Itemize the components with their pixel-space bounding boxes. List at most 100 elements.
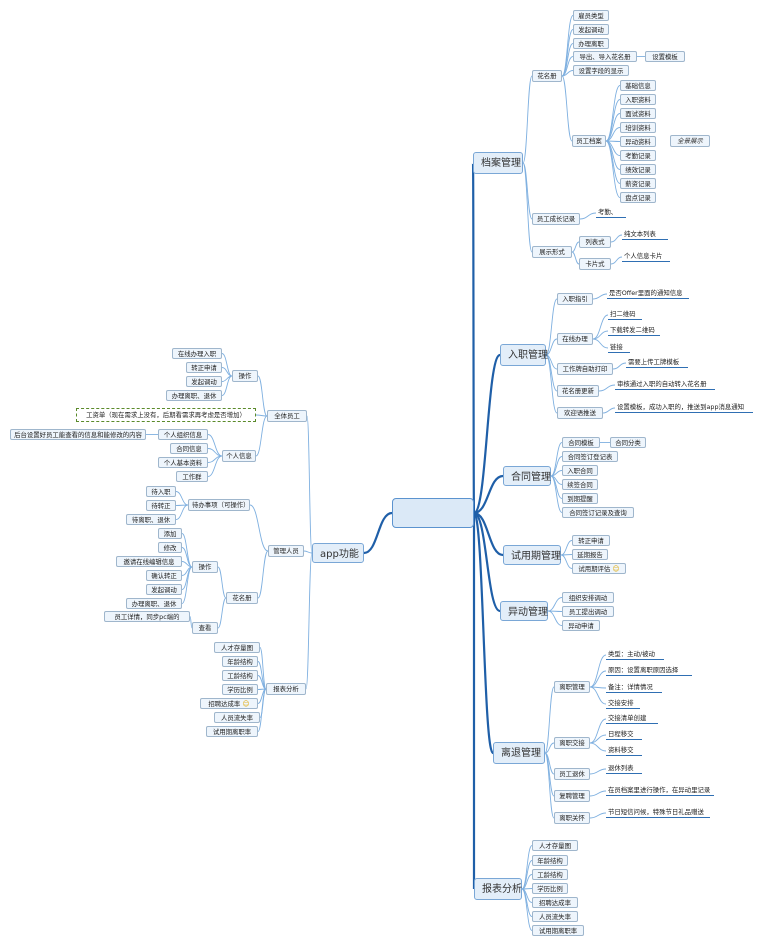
- node-tx-lb[interactable]: 退休列表: [606, 764, 642, 774]
- node-hmcgx-d[interactable]: 审核通过入职的自动转入花名册: [615, 380, 715, 390]
- node-gr-zz-note[interactable]: 后台设置好员工能查看的信息和能修改的内容: [10, 429, 146, 440]
- node-root[interactable]: [392, 498, 474, 528]
- node-cl-1[interactable]: 添加: [158, 528, 182, 539]
- node-da-pd[interactable]: 盘点记录: [620, 192, 656, 203]
- node-cl-3[interactable]: 邀请在线编辑信息: [116, 556, 182, 567]
- node-sy-pg[interactable]: 试用期评估☺: [572, 563, 626, 574]
- node-rb-7[interactable]: 试用期离职率: [532, 925, 584, 936]
- node-rzgl[interactable]: 入职管理: [500, 344, 548, 366]
- node-ltgl[interactable]: 离退管理: [493, 742, 545, 764]
- node-gzd[interactable]: 工资单（现在需求上没有，后期看需求再考虑是否增加）: [76, 408, 256, 422]
- node-ht-xq[interactable]: 续签合同: [562, 479, 598, 490]
- node-daa[interactable]: 档案管理: [473, 152, 523, 174]
- node-qlzs[interactable]: 全景展示: [670, 135, 710, 147]
- node-gr-zz[interactable]: 个人组织信息: [158, 429, 208, 440]
- node-yd-yg[interactable]: 员工提出调动: [562, 606, 614, 617]
- node-gh-d[interactable]: 节日短信问候，特殊节日礼品赠送: [606, 808, 710, 818]
- node-lzjj[interactable]: 离职交接: [554, 737, 590, 749]
- node-da-kq[interactable]: 考勤记录: [620, 150, 656, 161]
- node-hm-zd[interactable]: 设置字段的显示: [573, 65, 629, 76]
- node-zxbl[interactable]: 在线办理: [557, 333, 593, 345]
- node-lzgh[interactable]: 离职关怀: [554, 812, 590, 824]
- node-cl-2[interactable]: 修改: [158, 542, 182, 553]
- node-gzbz-d[interactable]: 需要上传工牌模板: [626, 358, 688, 368]
- node-ht-dq[interactable]: 到期提醒: [562, 493, 598, 504]
- node-kps-d[interactable]: 个人信息卡片: [622, 252, 670, 262]
- node-ydgl[interactable]: 异动管理: [500, 601, 548, 621]
- node-lzgl[interactable]: 离职管理: [554, 681, 590, 693]
- node-lb-5[interactable]: 招聘达成率☺: [200, 698, 258, 709]
- node-cz-1[interactable]: 在线办理入职: [172, 348, 222, 359]
- node-lb-1[interactable]: 人才存量图: [214, 642, 260, 653]
- node-zx-1[interactable]: 扫二维码: [608, 310, 642, 320]
- node-sygl[interactable]: 试用期管理: [503, 545, 561, 565]
- node-sy-yc[interactable]: 延期报告: [572, 549, 608, 560]
- node-cl-4[interactable]: 确认转正: [146, 570, 182, 581]
- node-da-yd[interactable]: 异动资料: [620, 136, 656, 147]
- node-grxx[interactable]: 个人信息: [222, 450, 256, 462]
- node-rb-4[interactable]: 学历比例: [532, 883, 568, 894]
- node-hyts[interactable]: 欢迎语推送: [557, 407, 603, 419]
- node-sy-zz[interactable]: 转正申请: [572, 535, 610, 546]
- node-cz-3[interactable]: 发起调动: [186, 376, 222, 387]
- node-lb-2[interactable]: 年龄结构: [222, 656, 258, 667]
- node-da-jc[interactable]: 基础信息: [620, 80, 656, 91]
- node-glry[interactable]: 管理人员: [268, 545, 304, 557]
- node-lz-yy[interactable]: 原因：设置离职原因选择: [606, 666, 692, 676]
- node-cz-4[interactable]: 办理离职、退休: [166, 390, 222, 401]
- node-gr-ht[interactable]: 合同信息: [170, 443, 208, 454]
- node-rzzy-d[interactable]: 是否Offer里面的通知信息: [607, 289, 689, 299]
- node-lb-4[interactable]: 学历比例: [222, 684, 258, 695]
- node-hm-fq[interactable]: 发起调动: [573, 24, 609, 35]
- node-gr-jb[interactable]: 个人基本资料: [158, 457, 208, 468]
- node-ygtx[interactable]: 员工退休: [554, 768, 590, 780]
- node-gr-gzj[interactable]: 工作群: [176, 471, 208, 482]
- node-ck-1[interactable]: 员工详情，同步pc端的: [104, 611, 190, 622]
- node-lb-7[interactable]: 试用期离职率: [206, 726, 258, 737]
- node-db-2[interactable]: 待转正: [146, 500, 176, 511]
- node-cz[interactable]: 操作: [232, 370, 258, 382]
- node-hmc[interactable]: 花名册: [532, 70, 562, 82]
- node-zx-3[interactable]: 链接: [608, 343, 630, 353]
- node-yd-zz[interactable]: 组织安排调动: [562, 592, 614, 603]
- node-da-ms[interactable]: 面试资料: [620, 108, 656, 119]
- node-jj-zl[interactable]: 资料移交: [606, 746, 642, 756]
- node-hmcgx[interactable]: 花名册更新: [557, 385, 599, 397]
- node-rzzy[interactable]: 入职指引: [557, 293, 593, 305]
- node-rb-3[interactable]: 工龄结构: [532, 869, 568, 880]
- node-lb-6[interactable]: 人员流失率: [214, 712, 260, 723]
- node-hm-szmb[interactable]: 设置模板: [645, 51, 685, 62]
- node-da-px[interactable]: 培训资料: [620, 122, 656, 133]
- node-fpgl[interactable]: 复聘管理: [554, 790, 590, 802]
- node-cz-2[interactable]: 转正申请: [186, 362, 222, 373]
- node-hyts-d[interactable]: 设置模板，成功入职的，推送到app消息通知: [615, 403, 753, 413]
- node-czjl[interactable]: 员工成长记录: [532, 213, 580, 225]
- node-cz-l[interactable]: 操作: [192, 561, 218, 573]
- node-fp-d[interactable]: 在员档案里进行操作，在异动里记录: [606, 786, 714, 796]
- node-ygda[interactable]: 员工档案: [572, 135, 606, 147]
- node-dbsx[interactable]: 待办事项（可操作）: [188, 499, 250, 511]
- node-jj-cj[interactable]: 交接清单创建: [606, 714, 658, 724]
- node-zx-2[interactable]: 下载转发二维码: [608, 326, 660, 336]
- node-db-1[interactable]: 待入职: [146, 486, 176, 497]
- node-lbs-d[interactable]: 纯文本列表: [622, 230, 668, 240]
- node-da-rz[interactable]: 入职资料: [620, 94, 656, 105]
- node-ht-rz[interactable]: 入职合同: [562, 465, 598, 476]
- node-ht-fl[interactable]: 合同分类: [610, 437, 646, 448]
- node-rb-6[interactable]: 人员流失率: [532, 911, 578, 922]
- node-yd-sq[interactable]: 异动申请: [562, 620, 600, 631]
- node-rb-2[interactable]: 年龄结构: [532, 855, 568, 866]
- node-app[interactable]: app功能: [312, 543, 364, 563]
- node-hmc-l[interactable]: 花名册: [226, 592, 258, 604]
- node-zsxs[interactable]: 展示形式: [532, 246, 572, 258]
- node-hm-lz[interactable]: 办理离职: [573, 38, 609, 49]
- node-bbfx-l[interactable]: 报表分析: [266, 683, 306, 695]
- node-lz-lx[interactable]: 类型：主动/被动: [606, 650, 664, 660]
- node-da-xc[interactable]: 薪资记录: [620, 178, 656, 189]
- node-ht-mb[interactable]: 合同模板: [562, 437, 600, 448]
- node-ht-qd[interactable]: 合同签订登记表: [562, 451, 618, 462]
- node-hm-lx[interactable]: 雇员类型: [573, 10, 609, 21]
- node-czjl-kq[interactable]: 考勤、: [596, 208, 626, 218]
- node-ck[interactable]: 查看: [192, 622, 218, 634]
- node-lz-bz[interactable]: 备注：详情情况: [606, 683, 662, 693]
